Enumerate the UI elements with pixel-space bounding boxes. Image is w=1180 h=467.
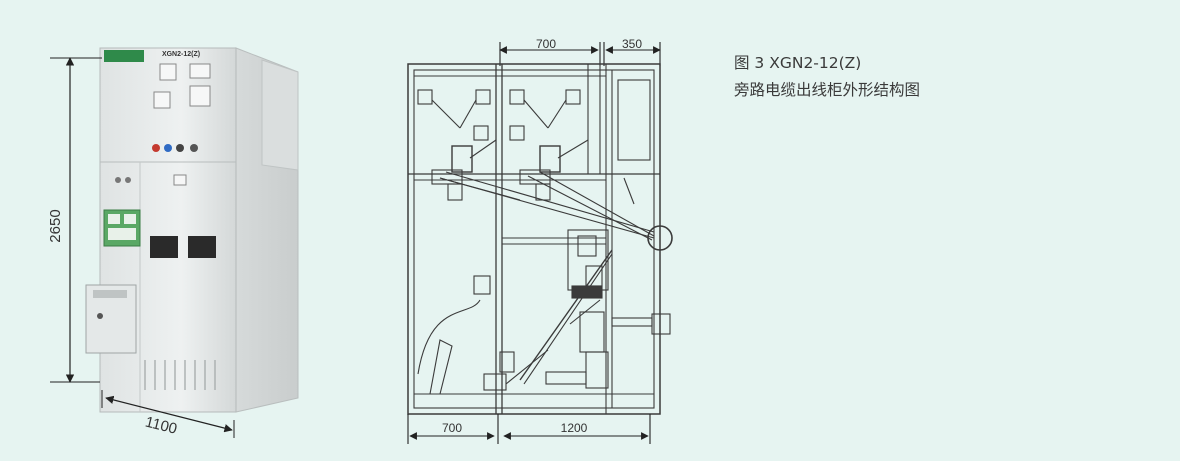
model-plate: XGN2-12(Z)	[162, 51, 200, 58]
cabinet-photo: XGN2-12(Z)	[47, 47, 299, 438]
view-window-left	[150, 236, 178, 258]
height-dimension-label: 2650	[47, 209, 64, 242]
figure-caption: 图 3 XGN2-12(Z) 旁路电缆出线柜外形结构图	[734, 50, 920, 104]
caption-title: 图 3 XGN2-12(Z)	[734, 54, 862, 72]
depth-dimension-label: 1100	[143, 413, 178, 437]
structure-drawing	[407, 42, 673, 444]
bottom-divider	[0, 461, 1180, 467]
top-dimension-350: 350	[622, 37, 642, 51]
view-window-right	[188, 236, 216, 258]
top-dimension-700: 700	[536, 37, 556, 51]
brand-logo	[104, 50, 144, 62]
bottom-dimension-700: 700	[442, 421, 462, 435]
caption-subtitle: 旁路电缆出线柜外形结构图	[734, 81, 921, 99]
bottom-dimension-1200: 1200	[561, 421, 588, 435]
